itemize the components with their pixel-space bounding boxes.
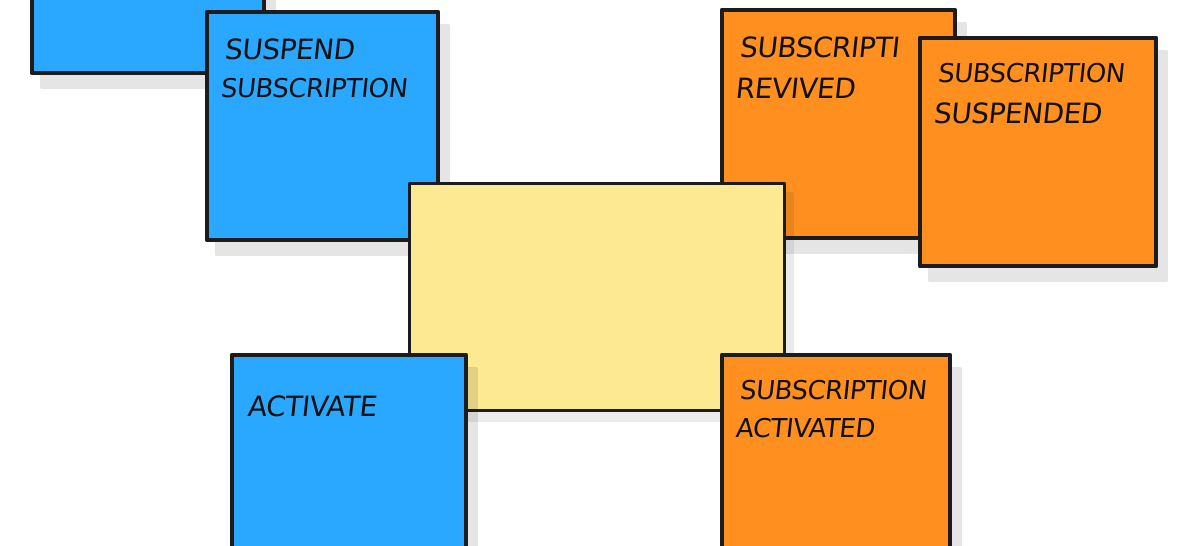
note-line-2: REVIVED bbox=[734, 71, 858, 105]
note-label: SUBSCRIPTION SUSPENDED bbox=[932, 56, 1152, 134]
command-sticky-note-activate: ACTIVATE bbox=[230, 353, 468, 546]
note-line-2: SUSPENDED bbox=[932, 96, 1104, 130]
note-line-1: SUSPEND bbox=[223, 33, 357, 66]
note-line-2: SUBSCRIPTION bbox=[219, 73, 409, 104]
note-label: SUBSCRIPTION ACTIVATED bbox=[734, 373, 946, 448]
note-line-1: ACTIVATE bbox=[246, 390, 379, 423]
event-sticky-note-subscription-suspended: SUBSCRIPTION SUSPENDED bbox=[918, 36, 1158, 268]
note-label: ACTIVATE bbox=[246, 387, 460, 428]
note-label: SUSPEND SUBSCRIPTION bbox=[219, 30, 434, 108]
command-sticky-note-suspend-subscription: SUSPEND SUBSCRIPTION bbox=[205, 10, 440, 242]
note-line-1: SUBSCRIPTION bbox=[738, 376, 929, 406]
note-line-1: SUBSCRIPTION bbox=[936, 59, 1127, 89]
event-sticky-note-subscription-activated: SUBSCRIPTION ACTIVATED bbox=[720, 353, 952, 546]
note-line-2: ACTIVATED bbox=[734, 413, 877, 444]
